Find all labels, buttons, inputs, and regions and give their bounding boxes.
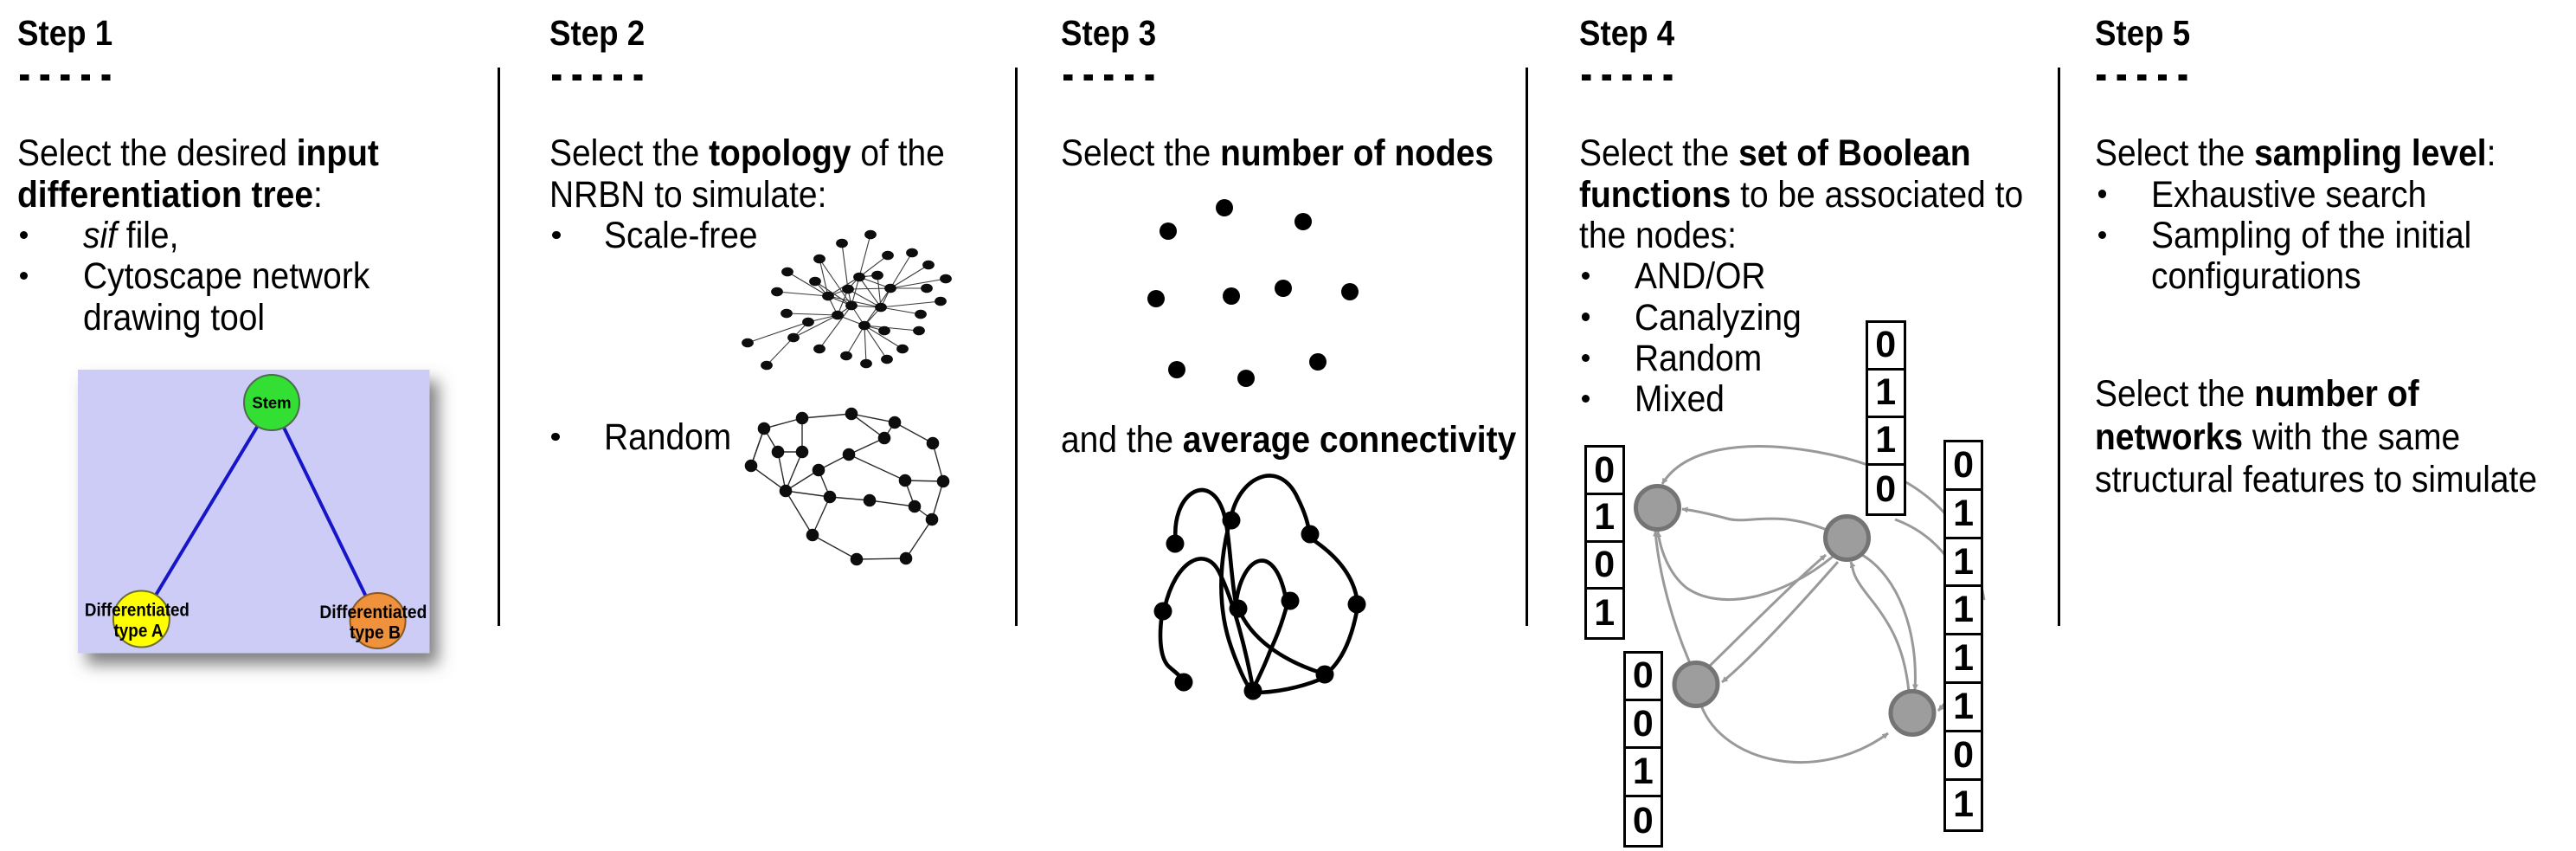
- svg-text:type A: type A: [114, 621, 164, 641]
- svg-text:type B: type B: [350, 622, 401, 643]
- svg-text:Stem: Stem: [252, 394, 291, 412]
- svg-text:Differentiated: Differentiated: [85, 600, 190, 621]
- svg-text:Differentiated: Differentiated: [319, 602, 427, 622]
